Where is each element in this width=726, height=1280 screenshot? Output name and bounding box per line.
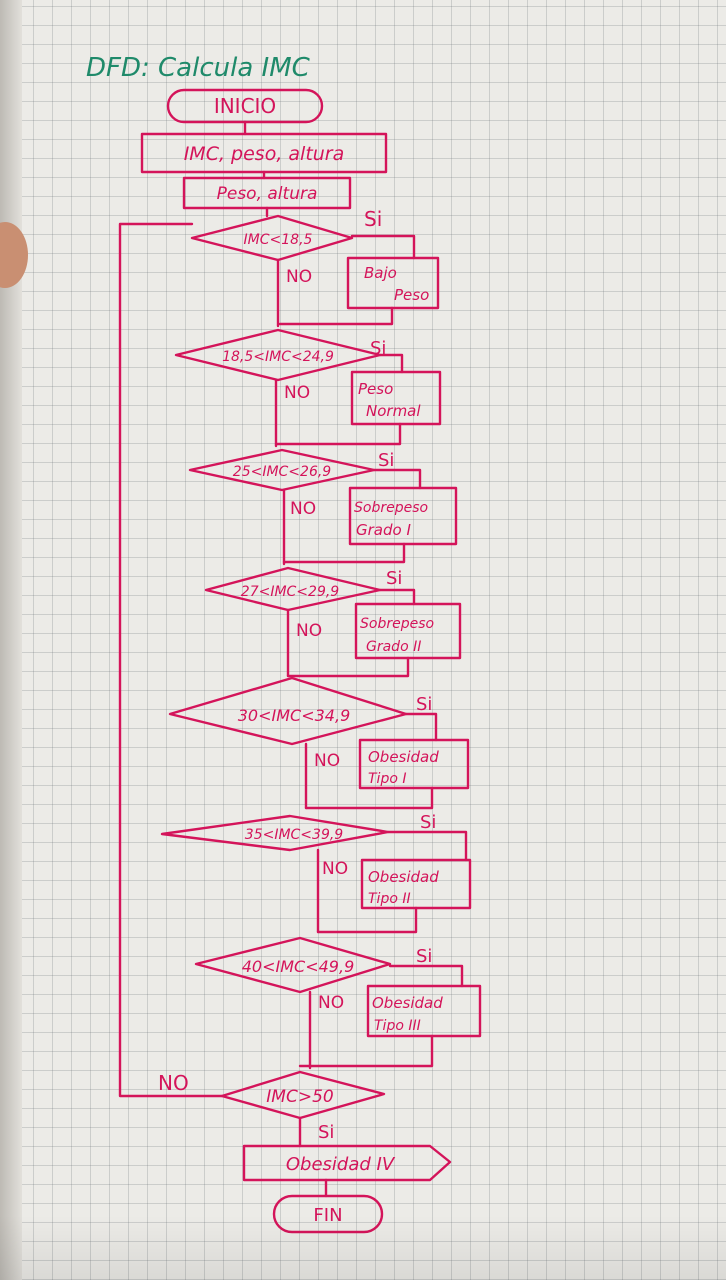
loop-back-line	[118, 222, 226, 1098]
decision-2-condition: 18,5<IMC<24,9	[222, 349, 334, 365]
decision-3-condition: 25<IMC<26,9	[233, 464, 332, 480]
result-5-line1: Obesidad	[368, 748, 439, 766]
decision-final-condition: IMC>50	[266, 1087, 333, 1107]
decision-1-no: NO	[286, 267, 312, 287]
result-3-line1: Sobrepeso	[354, 500, 428, 516]
declare-label: IMC, peso, altura	[184, 143, 345, 165]
decision-final-no: NO	[158, 1071, 189, 1095]
result-7-line1: Obesidad	[372, 994, 443, 1012]
decision-5-yes: Si	[416, 694, 432, 715]
start-label: INICIO	[214, 94, 276, 118]
decision-3-yes: Si	[378, 450, 394, 471]
decision-6-yes: Si	[420, 812, 436, 833]
result-1-line1: Bajo	[364, 264, 397, 282]
result-7-box	[366, 984, 482, 1038]
result-4-line2: Grado II	[366, 639, 421, 655]
end-terminal	[272, 1194, 384, 1234]
bottom-shadow	[0, 1215, 726, 1280]
decision-5-condition: 30<IMC<34,9	[238, 706, 351, 725]
result-5-box	[358, 738, 470, 790]
paper-edge	[0, 0, 22, 1280]
decision-4-condition: 27<IMC<29,9	[241, 584, 340, 600]
decision-1	[190, 214, 354, 262]
decision-4-yes: Si	[386, 568, 402, 589]
decision-final-yes: Si	[318, 1122, 334, 1143]
decision-7-yes: Si	[416, 946, 432, 967]
decision-final	[220, 1070, 386, 1120]
decision-1-condition: IMC<18,5	[244, 232, 313, 248]
result-1-line2: Peso	[394, 286, 429, 304]
result-2-box	[350, 370, 442, 426]
result-2-line1: Peso	[358, 380, 393, 398]
decision-2-yes: Si	[370, 338, 386, 359]
decision-7	[194, 936, 392, 994]
diagram-title: DFD: Calcula IMC	[86, 53, 311, 83]
result-6-line2: Tipo II	[368, 891, 411, 907]
decision-5-no: NO	[314, 751, 340, 771]
end-label: FIN	[313, 1205, 342, 1226]
result-5-line2: Tipo I	[368, 771, 406, 787]
decision-2-no: NO	[284, 383, 310, 403]
decision-6-no: NO	[322, 859, 348, 879]
output-box	[242, 1144, 452, 1182]
result-2-line2: Normal	[366, 402, 421, 420]
decision-7-no: NO	[318, 993, 344, 1013]
decision-3-no: NO	[290, 499, 316, 519]
decision-1-yes: Si	[364, 207, 382, 231]
decision-6-condition: 35<IMC<39,9	[245, 827, 344, 843]
result-4-line1: Sobrepeso	[360, 616, 434, 632]
input-label: Peso, altura	[217, 184, 318, 204]
grid-paper	[14, 0, 726, 1280]
result-7-line2: Tipo III	[374, 1018, 421, 1034]
result-6-line1: Obesidad	[368, 868, 439, 886]
output-label: Obesidad IV	[286, 1154, 396, 1175]
decision-4-no: NO	[296, 621, 322, 641]
decision-7-condition: 40<IMC<49,9	[242, 957, 355, 976]
result-3-line2: Grado I	[356, 521, 411, 539]
